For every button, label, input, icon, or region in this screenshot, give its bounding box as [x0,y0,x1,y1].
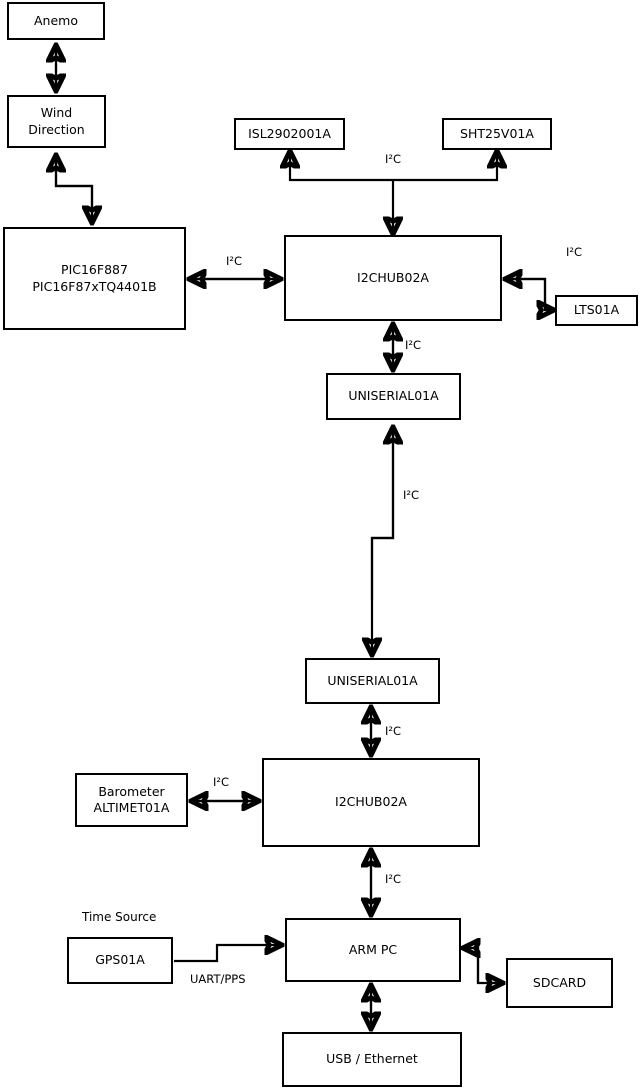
wire-lts-hub [506,279,547,310]
wire-arm-sdcard [464,946,502,983]
wire-hub-lts [506,277,553,310]
node-sdcard[interactable]: SDCARD [506,958,613,1008]
node-anemo[interactable]: Anemo [7,2,105,40]
wire-wind-pic [54,156,92,222]
edge-label-gps-arm: UART/PPS [190,972,246,986]
node-isl2902001a[interactable]: ISL2902001A [234,118,345,150]
wire-hub-sht [393,152,497,182]
edge-label-uniserial-link: I²C [403,488,420,502]
edge-label-uniserial-hub2: I²C [385,724,402,738]
node-i2chub02a-bottom[interactable]: I2CHUB02A [262,758,480,847]
node-pic-mcu[interactable]: PIC16F887 PIC16F87xTQ4401B [3,227,186,330]
node-uniserial01a-top[interactable]: UNISERIAL01A [326,373,461,420]
edge-label-hub-uniserial: I²C [405,338,422,352]
node-usb-ethernet[interactable]: USB / Ethernet [282,1032,462,1087]
node-wind-direction[interactable]: Wind Direction [7,95,106,148]
edge-label-hub-sensors: I²C [385,152,402,166]
edge-label-hub-lts: I²C [566,245,583,259]
node-lts01a[interactable]: LTS01A [555,295,638,326]
node-i2chub02a-top[interactable]: I2CHUB02A [284,235,502,321]
node-gps01a[interactable]: GPS01A [67,937,173,984]
node-sht25v01a[interactable]: SHT25V01A [442,118,552,150]
edge-label-pic-hub: I²C [226,254,243,268]
wire-pic-wind [56,156,94,222]
edge-label-baro-hub2: I²C [213,775,230,789]
node-uniserial01a-bottom[interactable]: UNISERIAL01A [305,658,440,704]
label-time-source: Time Source [82,910,157,924]
wire-hub-isl [290,152,393,182]
wire-gps-arm [174,945,281,963]
edge-label-hub2-arm: I²C [385,872,402,886]
wire-uniserial-up [370,428,393,600]
node-arm-pc[interactable]: ARM PC [285,918,461,982]
wire-sdcard-arm [464,948,478,983]
wire-uniserial-down [372,428,395,654]
node-barometer-altimet01a[interactable]: Barometer ALTIMET01A [75,773,188,827]
